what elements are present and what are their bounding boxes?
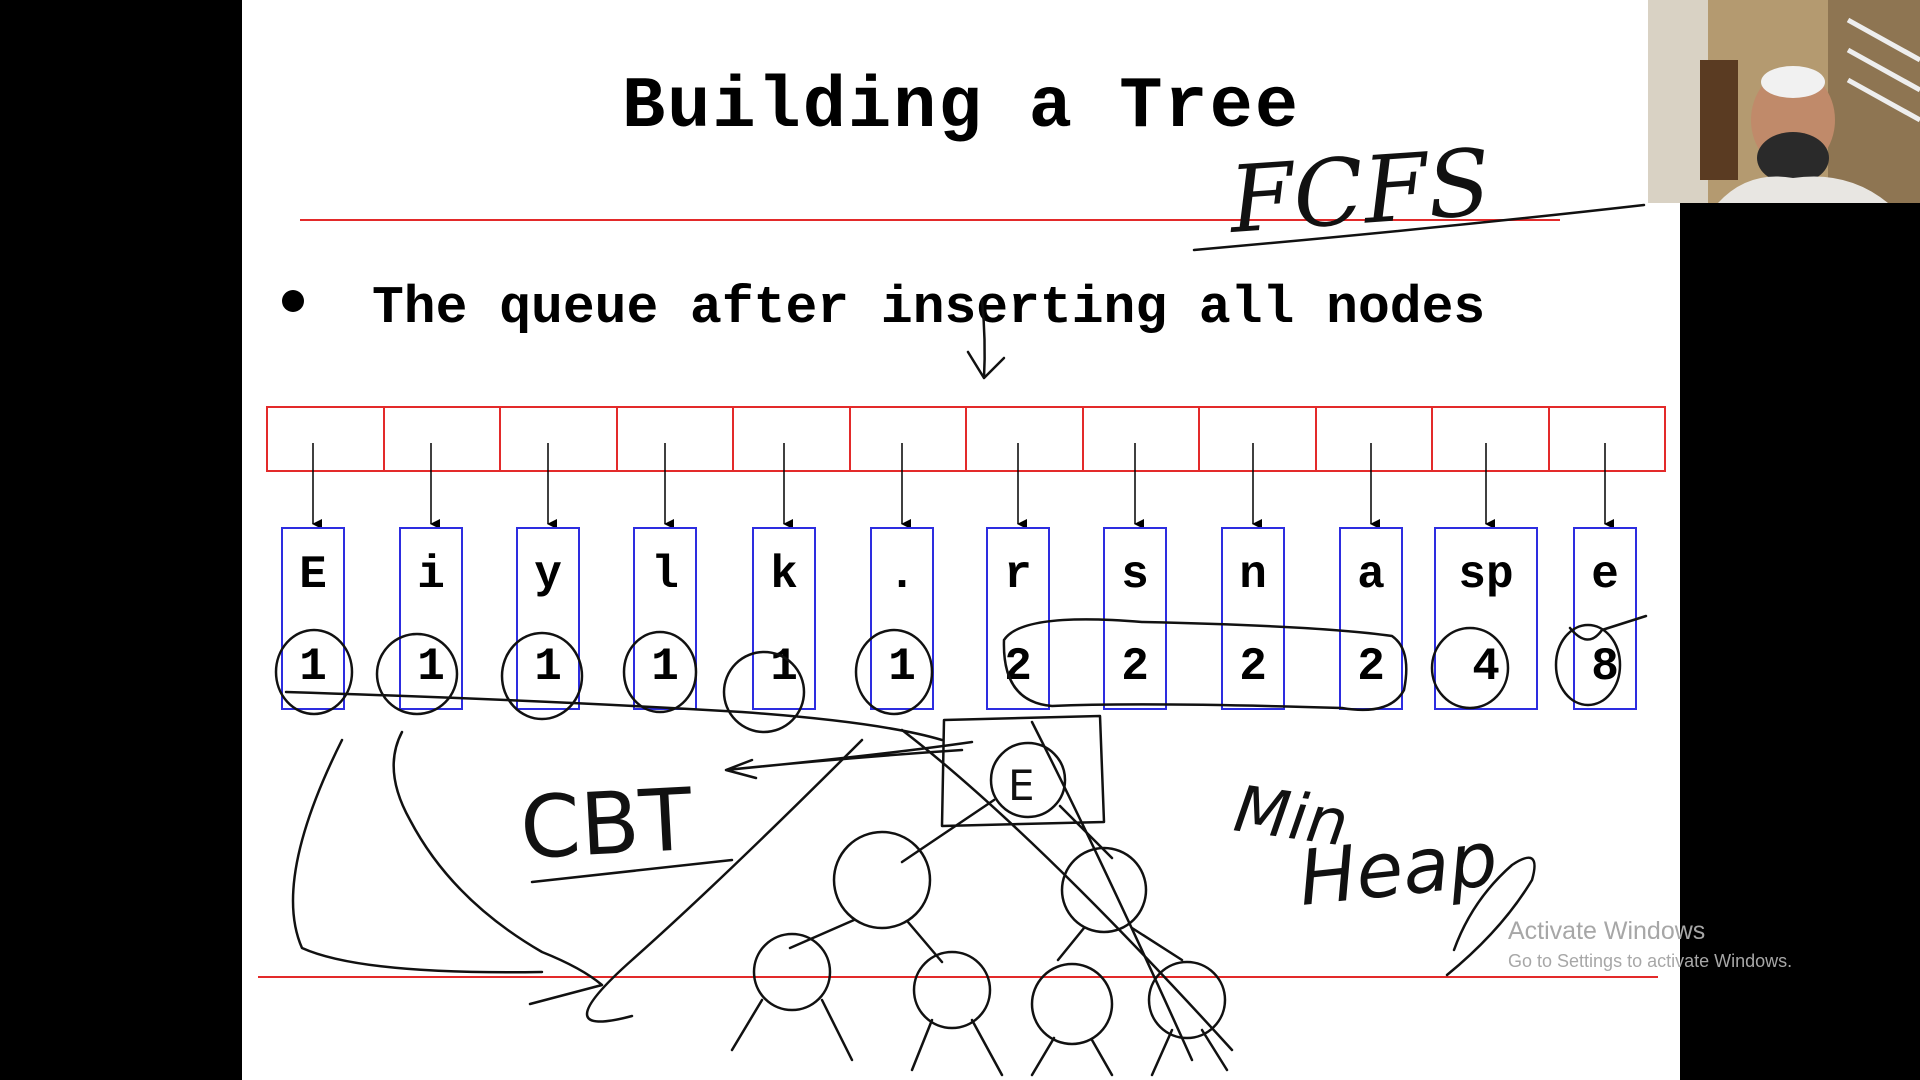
annotation-cbt: CBT xyxy=(518,770,734,884)
annotation-fcfs: FCFS xyxy=(1192,129,1646,254)
queue-pointer-arrows xyxy=(312,443,1614,529)
node-frequency: 8 xyxy=(1591,641,1619,693)
insert-arrow-icon xyxy=(966,298,1006,380)
node-frequency: 2 xyxy=(1357,641,1385,693)
node-character: y xyxy=(534,549,562,601)
windows-activation-watermark: Activate Windows Go to Settings to activ… xyxy=(1508,914,1792,974)
loop-twos xyxy=(1002,618,1408,712)
node-character: a xyxy=(1357,549,1385,601)
webcam-video-icon xyxy=(1648,0,1920,203)
node-frequency: 2 xyxy=(1121,641,1149,693)
min-heap-tree-sketch: E xyxy=(730,714,1229,1077)
queue-cell xyxy=(268,408,385,470)
handwritten-annotations: FCFS CBT xyxy=(274,129,1648,1077)
node-character: s xyxy=(1121,549,1149,601)
node-frequency: 2 xyxy=(1239,641,1267,693)
svg-text:E: E xyxy=(1008,761,1035,810)
node-frequency: 1 xyxy=(888,641,916,693)
queue-cell xyxy=(1200,408,1317,470)
arrow-to-cbt xyxy=(724,740,974,780)
svg-text:CBT: CBT xyxy=(518,770,695,879)
slide-title: Building a Tree xyxy=(621,66,1301,148)
node-frequency: 2 xyxy=(1004,641,1032,693)
bullet-text: The queue after inserting all nodes xyxy=(372,278,1486,338)
count-circles xyxy=(274,614,1648,734)
node-character: n xyxy=(1239,549,1267,601)
node-character: e xyxy=(1591,549,1619,601)
curved-arrow xyxy=(586,738,864,1023)
curved-arrow xyxy=(392,730,604,1006)
node-frequency: 1 xyxy=(534,641,562,693)
node-frequency: 4 xyxy=(1472,641,1500,693)
strike-line xyxy=(284,690,944,742)
queue-cell xyxy=(385,408,501,470)
queue-cell xyxy=(501,408,618,470)
curved-arrow xyxy=(291,738,544,974)
node-character: i xyxy=(417,549,445,601)
node-frequency: 1 xyxy=(299,641,327,693)
bullet-dot-icon xyxy=(282,290,304,312)
title-divider xyxy=(300,219,1560,221)
bottom-divider xyxy=(258,976,1658,978)
node-character: . xyxy=(888,549,916,601)
presenter-webcam-feed xyxy=(1648,0,1920,203)
queue-cell xyxy=(1084,408,1200,470)
huffman-node: sp 4 xyxy=(1434,527,1538,710)
svg-text:FCFS: FCFS xyxy=(1224,129,1494,254)
annotation-min-heap: Min Heap xyxy=(1230,773,1536,977)
queue-cell xyxy=(618,408,734,470)
watermark-title: Activate Windows xyxy=(1508,917,1706,945)
svg-text:Min: Min xyxy=(1230,773,1353,862)
queue-cell xyxy=(851,408,967,470)
queue-cell xyxy=(1317,408,1433,470)
tree-guide-line xyxy=(900,728,1234,1052)
queue-array xyxy=(266,406,1666,472)
presentation-slide: Building a Tree The queue after insertin… xyxy=(242,0,1680,1080)
node-frequency: 1 xyxy=(417,641,445,693)
queue-cell xyxy=(1433,408,1550,470)
queue-cell xyxy=(967,408,1084,470)
node-character: k xyxy=(770,549,798,601)
tree-guide-line xyxy=(1030,720,1194,1062)
svg-text:Heap: Heap xyxy=(1295,814,1502,923)
node-frequency: 1 xyxy=(770,641,798,693)
queue-cell xyxy=(734,408,851,470)
node-character: E xyxy=(299,549,327,601)
watermark-subtitle: Go to Settings to activate Windows. xyxy=(1508,951,1793,971)
huffman-node: .1 xyxy=(870,527,934,710)
node-character: r xyxy=(1004,549,1032,601)
node-character: l xyxy=(651,549,679,601)
node-character: sp xyxy=(1458,549,1514,601)
node-frequency: 1 xyxy=(651,641,679,693)
